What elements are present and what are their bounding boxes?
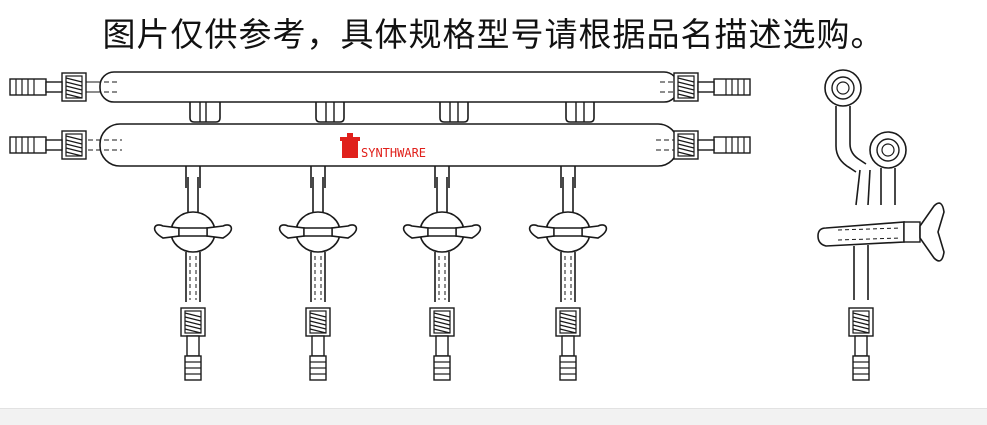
- stopcock-port-3: [404, 166, 481, 380]
- brand-logo: [340, 133, 360, 158]
- stopcock-port-2: [280, 166, 357, 380]
- stopcock-port-1: [155, 166, 232, 380]
- brand-name: SYNTHWARE: [361, 146, 426, 160]
- upper-manifold: [9, 71, 751, 103]
- manifold-bridges: [189, 102, 595, 123]
- bottom-divider: [0, 408, 987, 425]
- reference-notice: 图片仅供参考，具体规格型号请根据品名描述选购。: [102, 15, 885, 54]
- lower-manifold: [9, 123, 751, 167]
- side-view: [817, 69, 945, 381]
- stopcock-port-4: [530, 166, 607, 380]
